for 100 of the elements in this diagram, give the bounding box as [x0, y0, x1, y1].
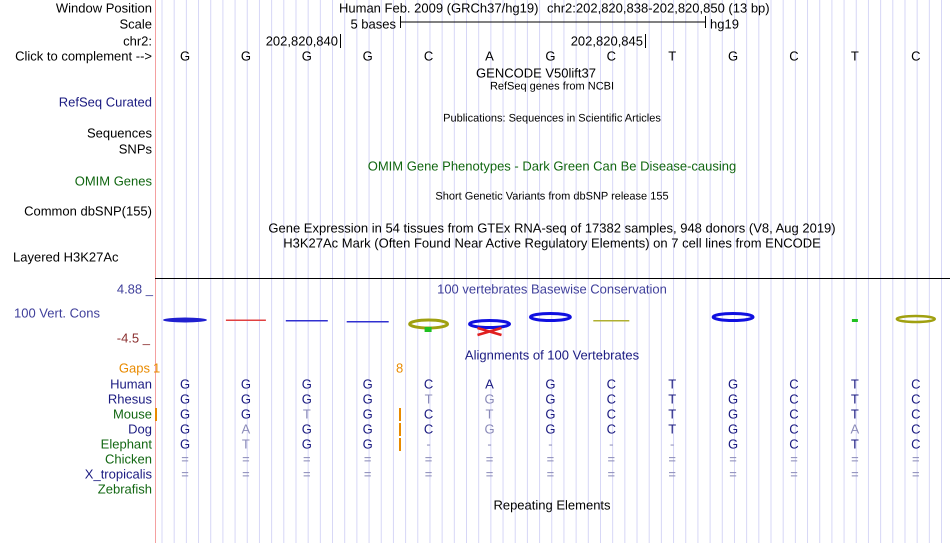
species-label: Rhesus: [108, 392, 152, 406]
base-letter: C: [424, 408, 434, 420]
base-letter: =: [790, 452, 798, 466]
base-letter: =: [546, 452, 554, 466]
base-letter: G: [728, 392, 738, 406]
base-letter: G: [362, 50, 373, 62]
track-title: Publications: Sequences in Scientific Articles: [443, 114, 661, 124]
axis-value: 4.88 _: [116, 282, 153, 296]
base-letter: G: [484, 422, 495, 436]
base-letter: =: [668, 452, 676, 466]
base-letter: C: [424, 422, 434, 436]
species-label: X_tropicalis: [84, 468, 152, 480]
base-letter: G: [728, 378, 738, 390]
base-letter: C: [606, 50, 616, 62]
track-title: RefSeq genes from NCBI: [490, 82, 614, 92]
base-letter: =: [486, 468, 494, 480]
base-letter: G: [484, 392, 495, 406]
coordinate-label: 202,820,845: [570, 34, 643, 48]
base-letter: =: [364, 452, 372, 466]
track-title: Alignments of 100 Vertebrates: [464, 348, 640, 362]
base-letter: G: [545, 378, 556, 390]
base-letter: C: [911, 50, 920, 62]
track-label: RefSeq Curated: [58, 96, 152, 108]
track-label: Gaps: [118, 362, 150, 374]
base-letter: T: [850, 392, 859, 406]
track-title: H3K27Ac Mark (Often Found Near Active Regulatory Elements) on 7 cell lines from ENCODE: [283, 236, 821, 250]
base-letter: =: [364, 468, 372, 480]
base-letter: G: [302, 50, 312, 62]
scale-label: 5 bases: [350, 18, 396, 30]
base-letter: C: [911, 392, 920, 406]
base-letter: -: [670, 438, 674, 450]
base-letter: T: [668, 422, 676, 436]
species-label: Mouse: [112, 408, 152, 420]
base-letter: =: [912, 452, 920, 466]
base-letter: C: [789, 378, 799, 390]
base-letter: =: [181, 452, 189, 466]
base-letter: G: [362, 392, 373, 406]
base-letter: =: [912, 468, 920, 480]
base-letter: G: [728, 408, 738, 420]
base-letter: G: [240, 50, 251, 62]
base-letter: T: [850, 50, 859, 62]
base-letter: A: [485, 50, 494, 62]
base-letter: G: [240, 378, 251, 390]
row-label: Scale: [119, 18, 152, 30]
base-letter: C: [606, 378, 616, 390]
gap-count: 1: [153, 362, 160, 374]
base-letter: G: [362, 378, 373, 390]
track-label: Common dbSNP(155): [24, 204, 152, 218]
base-letter: =: [486, 452, 494, 466]
track-title: Gene Expression in 54 tissues from GTEx RNA-seq of 17382 samples, 948 donors (V8, Aug 2019): [268, 222, 836, 234]
base-letter: C: [424, 50, 434, 62]
species-label: Human: [110, 378, 152, 390]
base-letter: =: [424, 452, 432, 466]
base-letter: C: [606, 392, 616, 406]
track-label: OMIM Genes: [74, 174, 152, 188]
base-letter: T: [242, 438, 250, 450]
coordinate-label: 202,820,840: [266, 34, 338, 48]
base-letter: =: [608, 452, 616, 466]
base-letter: G: [302, 438, 312, 450]
base-letter: G: [545, 392, 556, 406]
base-letter: =: [608, 468, 616, 480]
base-letter: =: [546, 468, 554, 480]
base-letter: G: [362, 438, 373, 450]
base-letter: =: [668, 468, 676, 480]
base-letter: T: [486, 408, 494, 420]
base-letter: =: [790, 468, 798, 480]
base-letter: =: [242, 468, 250, 480]
base-letter: C: [789, 422, 799, 436]
track-label: 100 Vert. Cons: [14, 306, 100, 320]
base-letter: G: [302, 422, 312, 436]
base-letter: G: [302, 378, 312, 390]
base-letter: T: [850, 378, 859, 390]
base-letter: A: [485, 378, 494, 390]
base-letter: G: [545, 50, 556, 62]
base-letter: T: [850, 408, 859, 420]
base-letter: C: [606, 408, 616, 420]
base-letter: G: [302, 392, 312, 406]
base-letter: T: [302, 408, 311, 420]
row-label: chr2:: [123, 34, 152, 48]
track-title: Repeating Elements: [493, 498, 611, 512]
base-letter: =: [242, 452, 250, 466]
species-label: Elephant: [100, 438, 152, 450]
base-letter: T: [668, 378, 676, 390]
track-label: Sequences: [86, 126, 152, 140]
base-letter: G: [362, 408, 373, 420]
base-letter: =: [851, 468, 859, 480]
axis-value: -4.5 _: [116, 332, 150, 344]
base-letter: A: [242, 422, 250, 436]
base-letter: C: [789, 392, 799, 406]
track-title: 100 vertebrates Basewise Conservation: [437, 282, 667, 296]
base-letter: G: [728, 438, 738, 450]
assembly-label: Human Feb. 2009 (GRCh37/hg19): [339, 2, 538, 14]
base-letter: T: [668, 408, 676, 420]
base-letter: C: [789, 408, 799, 420]
gap-count: 8: [396, 362, 404, 374]
base-letter: G: [180, 378, 190, 390]
species-label: Chicken: [105, 452, 152, 466]
base-letter: G: [545, 408, 556, 420]
base-letter: -: [609, 438, 614, 450]
base-letter: =: [303, 452, 311, 466]
